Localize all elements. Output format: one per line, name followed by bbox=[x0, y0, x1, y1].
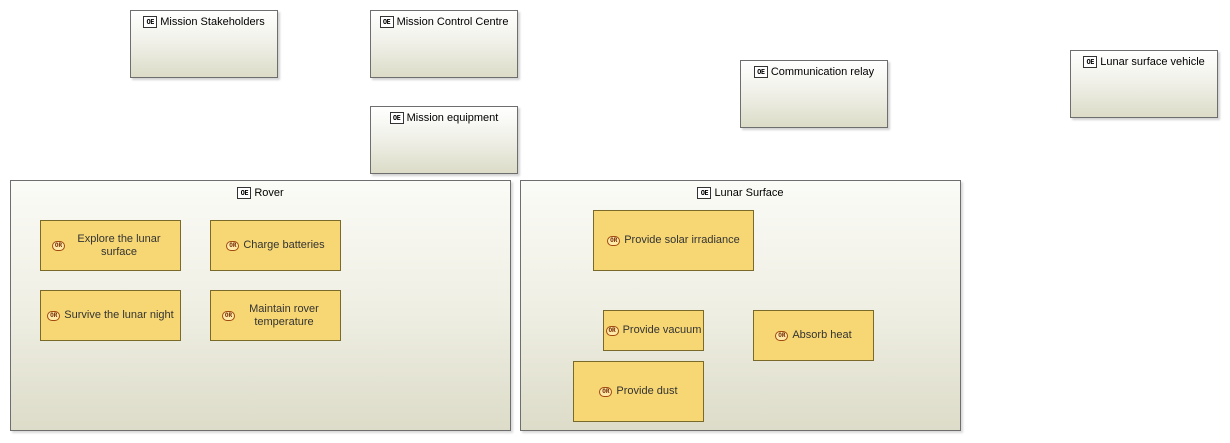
activity-label: Absorb heat bbox=[792, 329, 852, 341]
operational-entity-icon: OE bbox=[1083, 56, 1098, 68]
operational-activity-icon: OR bbox=[52, 240, 65, 251]
activity-label: Provide vacuum bbox=[622, 324, 702, 336]
entity-mission-control-centre[interactable]: OE Mission Control Centre bbox=[370, 10, 518, 78]
entity-title: OE Mission Control Centre bbox=[371, 16, 517, 28]
entity-title: OE Lunar Surface bbox=[521, 187, 960, 199]
activity-absorb-heat[interactable]: OR Absorb heat bbox=[753, 310, 874, 361]
operational-activity-icon: OR bbox=[47, 310, 61, 321]
operational-entity-icon: OE bbox=[379, 16, 394, 28]
activity-label: Maintain rover temperature bbox=[249, 302, 319, 328]
entity-mission-stakeholders[interactable]: OE Mission Stakeholders bbox=[130, 10, 278, 78]
entity-label: Mission equipment bbox=[406, 112, 499, 124]
activity-label: Provide dust bbox=[616, 385, 678, 397]
operational-activity-icon: OR bbox=[605, 325, 619, 336]
activity-survive-lunar-night[interactable]: OR Survive the lunar night bbox=[40, 290, 181, 341]
entity-communication-relay[interactable]: OE Communication relay bbox=[740, 60, 888, 128]
activity-provide-vacuum[interactable]: OR Provide vacuum bbox=[603, 310, 704, 351]
entity-label: Lunar surface vehicle bbox=[1100, 56, 1205, 68]
activity-label: Charge batteries bbox=[243, 239, 325, 251]
activity-charge-batteries[interactable]: OR Charge batteries bbox=[210, 220, 341, 271]
entity-label: Mission Control Centre bbox=[396, 16, 509, 28]
activity-label: Explore the lunar surface bbox=[77, 232, 161, 258]
entity-label: Communication relay bbox=[770, 66, 875, 78]
operational-entity-icon: OE bbox=[237, 187, 252, 199]
operational-activity-icon: OR bbox=[226, 240, 240, 251]
activity-provide-solar-irradiance[interactable]: OR Provide solar irradiance bbox=[593, 210, 754, 271]
entity-mission-equipment[interactable]: OE Mission equipment bbox=[370, 106, 518, 174]
activity-provide-dust[interactable]: OR Provide dust bbox=[573, 361, 704, 422]
activity-explore-lunar-surface[interactable]: OR Explore the lunar surface bbox=[40, 220, 181, 271]
operational-entity-icon: OE bbox=[697, 187, 712, 199]
activity-label: Provide solar irradiance bbox=[624, 234, 740, 246]
entity-label: Mission Stakeholders bbox=[160, 16, 265, 28]
entity-label: Lunar Surface bbox=[714, 187, 784, 199]
operational-activity-icon: OR bbox=[607, 235, 621, 246]
entity-title: OE Mission equipment bbox=[371, 112, 517, 124]
operational-activity-icon: OR bbox=[775, 330, 789, 341]
operational-activity-icon: OR bbox=[222, 310, 235, 321]
entity-title: OE Lunar surface vehicle bbox=[1071, 56, 1217, 68]
entity-title: OE Mission Stakeholders bbox=[131, 16, 277, 28]
activity-maintain-rover-temperature[interactable]: OR Maintain rover temperature bbox=[210, 290, 341, 341]
activity-label: Survive the lunar night bbox=[64, 309, 174, 321]
operational-entity-icon: OE bbox=[753, 66, 768, 78]
entity-title: OE Communication relay bbox=[741, 66, 887, 78]
operational-activity-icon: OR bbox=[599, 386, 613, 397]
entity-lunar-surface-vehicle[interactable]: OE Lunar surface vehicle bbox=[1070, 50, 1218, 118]
entity-label: Rover bbox=[254, 187, 284, 199]
entity-title: OE Rover bbox=[11, 187, 510, 199]
operational-entity-icon: OE bbox=[389, 112, 404, 124]
operational-entity-icon: OE bbox=[143, 16, 158, 28]
